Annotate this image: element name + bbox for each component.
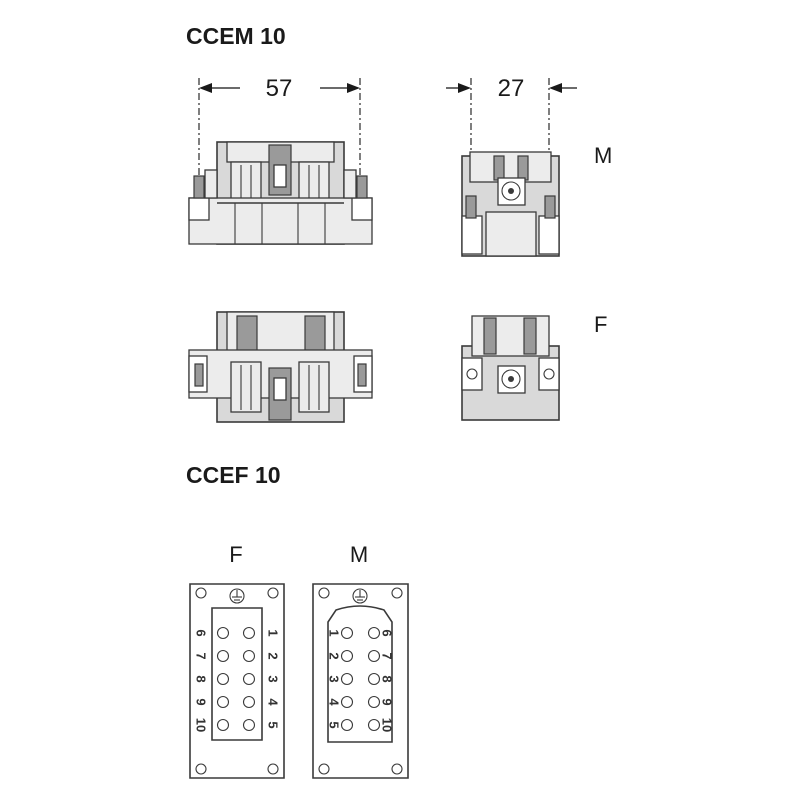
screw-hole-icon (195, 587, 207, 599)
pin-label-right: 8 (380, 675, 395, 682)
male-contact-face: 1 6 2 7 3 8 4 9 5 10 (312, 583, 409, 779)
face-label-male: M (350, 542, 368, 567)
width-value: 57 (266, 75, 293, 102)
contact-pin-icon (216, 626, 230, 640)
contact-pin-icon (216, 672, 230, 686)
contact-pin-icon (242, 649, 256, 663)
screw-hole-icon (391, 763, 403, 775)
contact-pin-icon (367, 649, 381, 663)
contact-pin-icon (340, 649, 354, 663)
pin-label-left: 4 (327, 698, 342, 706)
female-insert-side-view (461, 315, 560, 421)
male-insert-side-view (461, 151, 560, 257)
pin-label-left: 1 (327, 629, 342, 636)
pin-label-left: 10 (194, 718, 209, 732)
face-label-female: F (229, 542, 242, 567)
depth-value: 27 (498, 75, 525, 102)
contact-pin-icon (216, 695, 230, 709)
contact-pin-icon (242, 695, 256, 709)
pin-label-right: 2 (266, 652, 281, 659)
pin-label-left: 5 (327, 721, 342, 728)
contact-pin-icon (242, 672, 256, 686)
contact-pin-icon (242, 718, 256, 732)
section-title-ccem: CCEM 10 (186, 23, 286, 49)
pin-label-left: 8 (194, 675, 209, 682)
pin-label-left: 9 (194, 698, 209, 705)
pin-label-right: 9 (380, 698, 395, 705)
contact-pin-icon (367, 672, 381, 686)
screw-hole-icon (391, 587, 403, 599)
female-contact-face: 6 1 7 2 8 3 9 4 10 5 (189, 583, 285, 779)
pin-label-left: 7 (194, 652, 209, 659)
pin-label-left: 3 (327, 675, 342, 682)
dimension-width: 57 (198, 75, 361, 178)
contact-pin-icon (242, 626, 256, 640)
row-label-female: F (594, 312, 607, 337)
pin-label-right: 3 (266, 675, 281, 682)
screw-hole-icon (318, 763, 330, 775)
screw-hole-icon (318, 587, 330, 599)
contact-pin-icon (340, 626, 354, 640)
contact-pin-icon (216, 649, 230, 663)
contact-pin-icon (367, 718, 381, 732)
screw-hole-icon (267, 587, 279, 599)
dimension-depth: 27 (446, 75, 577, 150)
pin-label-right: 4 (266, 698, 281, 706)
pin-label-right: 1 (266, 629, 281, 636)
section-title-ccef: CCEF 10 (186, 462, 281, 488)
screw-hole-icon (195, 763, 207, 775)
pin-label-right: 6 (380, 629, 395, 636)
contact-pin-icon (340, 718, 354, 732)
pin-label-right: 7 (380, 652, 395, 659)
contact-pin-icon (367, 695, 381, 709)
male-insert-front-view (188, 141, 373, 245)
row-label-male: M (594, 143, 612, 168)
contact-pin-icon (340, 672, 354, 686)
earth-ground-icon (229, 588, 245, 604)
contact-pin-icon (340, 695, 354, 709)
contact-pin-icon (216, 718, 230, 732)
screw-hole-icon (267, 763, 279, 775)
contact-pin-icon (367, 626, 381, 640)
pin-label-right: 5 (266, 721, 281, 728)
earth-ground-icon (352, 588, 368, 604)
pin-label-left: 6 (194, 629, 209, 636)
pin-label-left: 2 (327, 652, 342, 659)
pin-label-right: 10 (380, 718, 395, 732)
female-insert-front-view (188, 311, 373, 423)
